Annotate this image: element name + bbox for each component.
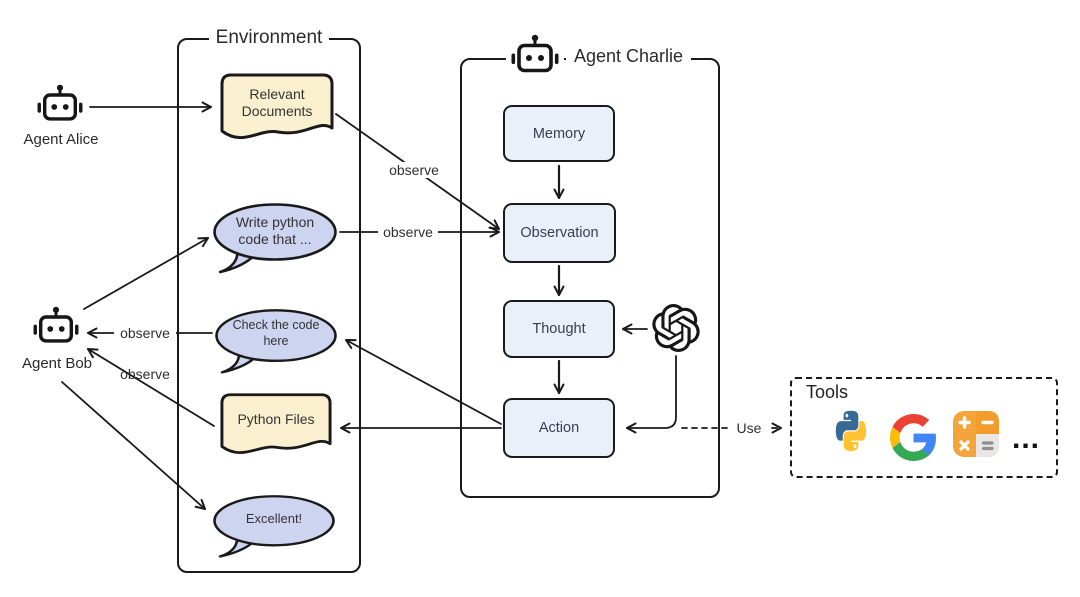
openai-logo [652,304,700,353]
environment-title: Environment [208,27,330,49]
calculator-icon-wrap [952,410,1000,458]
google-logo [890,414,937,461]
speech-bubble-shape [215,309,337,374]
speech-bubble-shape [213,495,335,558]
google-logo-wrap [890,414,937,461]
arrow-bob-to-excellent [61,381,206,510]
robot-icon [33,306,79,343]
relevant-documents-node: Relevant Documents [218,71,336,151]
write-python-bubble: Write python code that ... [212,202,338,276]
observe-label-files: observe [120,366,170,382]
relevant-documents-label: Relevant Documents [241,85,313,120]
observe-label-check: observe [114,325,176,341]
excellent-label: Excellent! [245,510,303,526]
observe-label-documents: observe [384,162,444,178]
agent-alice-label: Agent Alice [23,131,99,148]
agent-bob [32,306,80,350]
arrow-llm-to-action [626,355,677,434]
python-logo [835,410,867,452]
document-shape [220,393,332,454]
excellent-bubble: Excellent! [212,494,336,560]
python-files-label: Python Files [237,411,315,428]
thought-box: Thought [503,300,615,358]
robot-icon [511,34,559,73]
environment-title-wrap: Environment [177,27,361,49]
arrow-action-to-check [345,339,502,425]
tools-box [790,377,1058,478]
agent-charlie-title: Agent Charlie [566,46,692,67]
robot-icon [37,84,83,121]
memory-box: Memory [503,105,615,162]
speech-bubble-shape [213,203,337,274]
agent-bob-label: Agent Bob [21,355,93,372]
tools-title: Tools [806,382,849,402]
observe-label-prompt: observe [378,224,438,240]
tools-ellipsis: ... [1012,422,1041,455]
agent-alice [36,84,84,128]
agent-charlie-icon-wrap [506,31,564,83]
arrow-bob-to-prompt [83,237,209,310]
calculator-icon [953,411,999,457]
llm-node [652,303,700,353]
document-shape [220,73,334,140]
check-code-bubble: Check the code here [214,308,338,376]
python-logo-wrap [832,410,870,460]
arrow-files-to-bob [87,348,215,427]
write-python-label: Write python code that ... [235,213,315,248]
use-label: Use [728,420,770,436]
action-box: Action [503,398,615,458]
python-files-node: Python Files [218,391,334,465]
observation-box: Observation [503,203,616,263]
check-code-label: Check the code here [232,318,320,348]
